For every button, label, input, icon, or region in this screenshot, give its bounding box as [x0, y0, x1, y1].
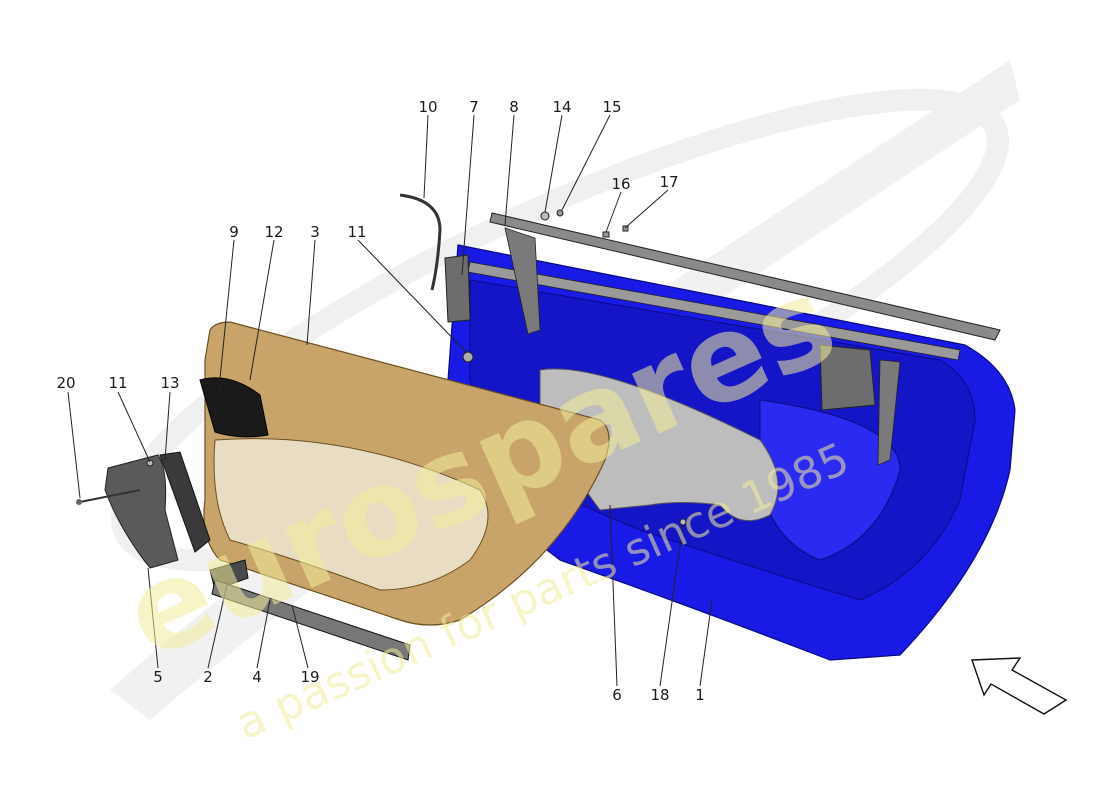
callout-8: 8 [509, 98, 519, 116]
lower-strip [211, 579, 411, 661]
fasteners [146, 209, 687, 526]
callout-11b: 18 [650, 686, 669, 704]
callout-17: 16 [611, 175, 630, 193]
callout-13: 12 [264, 223, 283, 241]
callout-7: 7 [469, 98, 479, 116]
callout-11a: 11 [108, 374, 127, 392]
callout-20: 20 [56, 374, 75, 392]
pull-cover [104, 454, 179, 569]
callout-18: 17 [659, 173, 678, 191]
callout-5: 5 [153, 668, 163, 686]
insulation-sheet [539, 368, 779, 522]
callout-12: 11 [347, 223, 366, 241]
fastener-11a [146, 459, 154, 467]
screw [79, 489, 141, 503]
callout-4: 4 [252, 668, 262, 686]
callout-15: 14 [552, 98, 571, 116]
arrow-icon [971, 657, 1068, 715]
pull-handle [159, 451, 211, 553]
callout-16: 15 [602, 98, 621, 116]
callout-3: 3 [310, 223, 320, 241]
latch-mechanism [819, 344, 876, 411]
speaker-grille [199, 377, 269, 438]
callouts: 10 7 8 14 15 16 17 9 12 3 11 20 11 13 5 … [56, 98, 704, 704]
fastener-15 [540, 211, 550, 221]
screw-head [76, 499, 82, 505]
callout-14: 13 [160, 374, 179, 392]
leader-lines [67, 114, 713, 687]
fastener-18 [622, 225, 629, 232]
fastener-17 [602, 231, 610, 238]
callout-19: 19 [300, 668, 319, 686]
callout-6: 6 [612, 686, 622, 704]
callout-10: 10 [418, 98, 437, 116]
door-frame-recess [759, 399, 901, 561]
trim-panel [199, 321, 610, 626]
callout-2: 2 [203, 668, 213, 686]
cable [399, 193, 442, 291]
hinge-bracket [399, 193, 471, 323]
callout-1: 1 [695, 686, 705, 704]
fastener-16 [556, 209, 564, 217]
armrest-recess [213, 438, 489, 591]
callout-9: 9 [229, 223, 239, 241]
fastener-12 [462, 351, 474, 363]
handle-assembly [76, 451, 411, 661]
